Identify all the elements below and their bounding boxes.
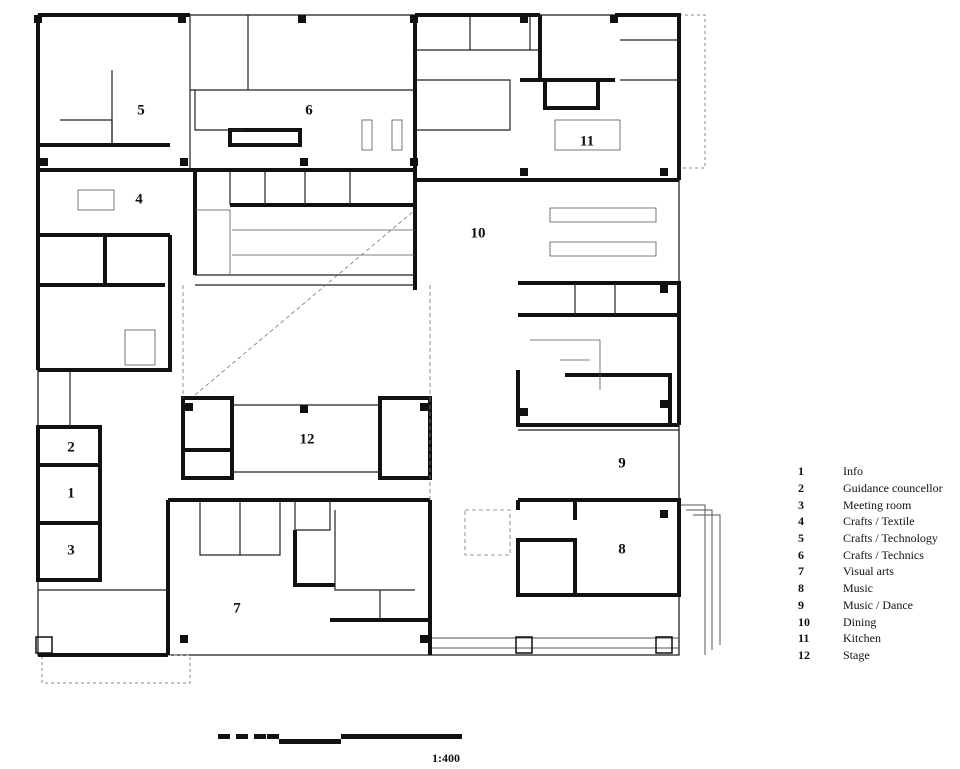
legend-item: 7 Visual arts: [798, 563, 958, 580]
legend-item: 4 Crafts / Textile: [798, 513, 958, 530]
room-label-9: 9: [618, 455, 626, 471]
legend-room-name: Crafts / Technics: [843, 547, 924, 562]
legend-item: 11 Kitchen: [798, 630, 958, 647]
room-label-11: 11: [580, 133, 594, 149]
room-label-4: 4: [135, 191, 143, 207]
legend-number: 3: [798, 497, 804, 512]
scale-label: 1:400: [432, 751, 460, 765]
legend-number: 11: [798, 631, 810, 646]
legend-number: 6: [798, 547, 804, 562]
room-label-8: 8: [618, 541, 626, 557]
legend-number: 9: [798, 597, 804, 612]
room-label-1: 1: [67, 485, 75, 501]
room-label-5: 5: [137, 102, 145, 118]
legend-item: 8 Music: [798, 580, 958, 597]
legend-room-name: Crafts / Technology: [843, 531, 938, 546]
legend-room-name: Stage: [843, 647, 870, 662]
legend-room-name: Kitchen: [843, 631, 881, 646]
dashed-outline: [41, 654, 191, 684]
legend-number: 12: [798, 647, 810, 662]
room-label-6: 6: [305, 102, 313, 118]
scale-bar: [218, 734, 462, 744]
legend-number: 7: [798, 564, 804, 579]
legend-room-name: Info: [843, 464, 863, 479]
legend-room-name: Guidance councellor: [843, 481, 943, 496]
legend-item: 3 Meeting room: [798, 496, 958, 513]
legend-room-name: Meeting room: [843, 497, 912, 512]
legend-room-name: Crafts / Textile: [843, 514, 915, 529]
room-legend: 1 Info 2 Guidance councellor 3 Meeting room…: [798, 463, 958, 663]
legend-item: 6 Crafts / Technics: [798, 546, 958, 563]
room-label-3: 3: [67, 542, 75, 558]
legend-number: 8: [798, 581, 804, 596]
legend-item: 9 Music / Dance: [798, 597, 958, 614]
legend-item: 10 Dining: [798, 613, 958, 630]
legend-number: 10: [798, 614, 810, 629]
room-label-7: 7: [233, 600, 241, 616]
legend-number: 2: [798, 481, 804, 496]
room-label-12: 12: [300, 431, 315, 447]
legend-item: 5 Crafts / Technology: [798, 530, 958, 547]
legend-room-name: Dining: [843, 614, 877, 629]
legend-item: 12 Stage: [798, 647, 958, 664]
legend-room-name: Music: [843, 581, 873, 596]
legend-number: 1: [798, 464, 804, 479]
legend-item: 2 Guidance councellor: [798, 480, 958, 497]
building-outline: [37, 14, 680, 656]
legend-room-name: Music / Dance: [843, 597, 913, 612]
legend-number: 5: [798, 531, 804, 546]
room-label-2: 2: [67, 439, 75, 455]
legend-item: 1 Info: [798, 463, 958, 480]
room-label-10: 10: [471, 225, 486, 241]
legend-number: 4: [798, 514, 804, 529]
legend-room-name: Visual arts: [843, 564, 894, 579]
